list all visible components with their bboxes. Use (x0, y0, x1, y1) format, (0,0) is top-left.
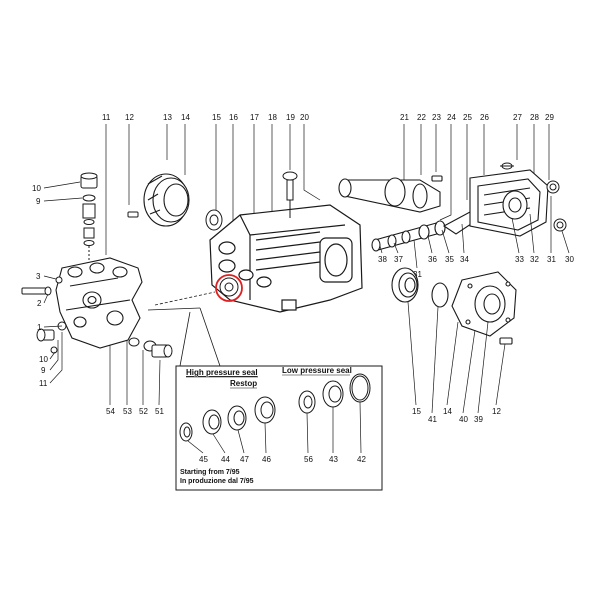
crankshaft (338, 175, 443, 213)
callout-1: 1 (37, 323, 42, 332)
callout-46: 46 (262, 455, 271, 464)
callout-18: 18 (268, 113, 277, 122)
callout-13: 13 (163, 113, 172, 122)
callout-14b: 14 (443, 407, 452, 416)
callout-14: 14 (181, 113, 190, 122)
bearing-cover-left (143, 173, 190, 227)
low-pressure-seal-label: Low pressure seal (282, 366, 352, 375)
seal-kit-inset: High pressure seal Restop Low pressure s… (175, 365, 383, 491)
pump-crankcase (209, 204, 363, 313)
callout-39: 39 (474, 415, 483, 424)
callout-52: 52 (139, 407, 148, 416)
inset-leaders (187, 401, 362, 454)
callout-38: 38 (378, 255, 387, 264)
callout-30: 30 (565, 255, 574, 264)
callout-12: 12 (125, 113, 134, 122)
callout-40: 40 (459, 415, 468, 424)
callout-23: 23 (432, 113, 441, 122)
callout-11b: 11 (39, 379, 48, 388)
inset-note-it: In produzione dal 7/95 (180, 478, 254, 485)
rear-small-parts (500, 162, 567, 232)
callout-37: 37 (394, 255, 403, 264)
callout-47: 47 (240, 455, 249, 464)
callout-24: 24 (447, 113, 456, 122)
inset-note-en: Starting from 7/95 (180, 469, 240, 476)
callout-22: 22 (417, 113, 426, 122)
callout-54: 54 (106, 407, 115, 416)
callout-2: 2 (37, 299, 42, 308)
callout-3: 3 (36, 272, 41, 281)
callout-15b: 15 (412, 407, 421, 416)
inset-callouts: 45 44 47 46 56 43 42 (199, 455, 366, 464)
right-mid-callouts: 38 37 31 36 35 34 33 32 31 30 (378, 255, 574, 279)
callout-31a: 31 (413, 270, 422, 279)
connecting-rods-and-pistons (371, 211, 482, 252)
pump-head-manifold (55, 257, 143, 349)
callout-41: 41 (428, 415, 437, 424)
callout-25: 25 (463, 113, 472, 122)
callout-9: 9 (36, 197, 41, 206)
callout-21: 21 (400, 113, 409, 122)
manifold-bolts (21, 276, 67, 354)
right-mid-leaders (379, 196, 570, 269)
left-leader-lines (43, 181, 83, 384)
callout-45: 45 (199, 455, 208, 464)
left-callouts: 10 9 3 2 1 10 9 11 (32, 184, 48, 388)
callout-20: 20 (300, 113, 309, 122)
oil-seal-15-inner (209, 214, 219, 226)
red-highlight-circle (215, 274, 243, 302)
front-flange (431, 271, 517, 345)
highlighted-seal (215, 274, 243, 302)
callout-17: 17 (250, 113, 259, 122)
callout-19: 19 (286, 113, 295, 122)
top-callouts: 11 12 13 14 15 16 17 18 19 20 21 22 23 2… (102, 113, 554, 122)
bottom-plugs (128, 337, 173, 358)
callout-11: 11 (102, 113, 111, 122)
callout-12b: 12 (492, 407, 501, 416)
restop-label: Restop (230, 379, 257, 388)
inset-pointer (147, 291, 221, 367)
callout-28: 28 (530, 113, 539, 122)
callout-9b: 9 (41, 366, 46, 375)
oil-dipstick (282, 171, 298, 218)
top-leader-lines (105, 124, 550, 255)
callout-35: 35 (445, 255, 454, 264)
callout-26: 26 (480, 113, 489, 122)
callout-33: 33 (515, 255, 524, 264)
callout-31b: 31 (547, 255, 556, 264)
small-plug-12 (127, 211, 139, 218)
callout-10: 10 (32, 184, 41, 193)
callout-34: 34 (460, 255, 469, 264)
bottom-right-leaders (407, 301, 506, 414)
callout-53: 53 (123, 407, 132, 416)
callout-29: 29 (545, 113, 554, 122)
inset-seal-parts (179, 373, 371, 442)
bottom-left-callouts: 54 53 52 51 (106, 407, 164, 416)
callout-44: 44 (221, 455, 230, 464)
rear-cover (469, 169, 549, 237)
callout-51: 51 (155, 407, 164, 416)
callout-42: 42 (357, 455, 366, 464)
callout-27: 27 (513, 113, 522, 122)
valve-cap-assembly (80, 172, 98, 262)
callout-36: 36 (428, 255, 437, 264)
callout-43: 43 (329, 455, 338, 464)
bottom-left-leaders (109, 340, 161, 406)
callout-56: 56 (304, 455, 313, 464)
front-bearing-15 (391, 267, 419, 303)
callout-16: 16 (229, 113, 238, 122)
callout-32: 32 (530, 255, 539, 264)
callout-15: 15 (212, 113, 221, 122)
high-pressure-seal-label: High pressure seal (186, 368, 258, 377)
callout-10b: 10 (39, 355, 48, 364)
bottom-right-callouts: 15 41 14 40 39 12 (412, 407, 501, 424)
